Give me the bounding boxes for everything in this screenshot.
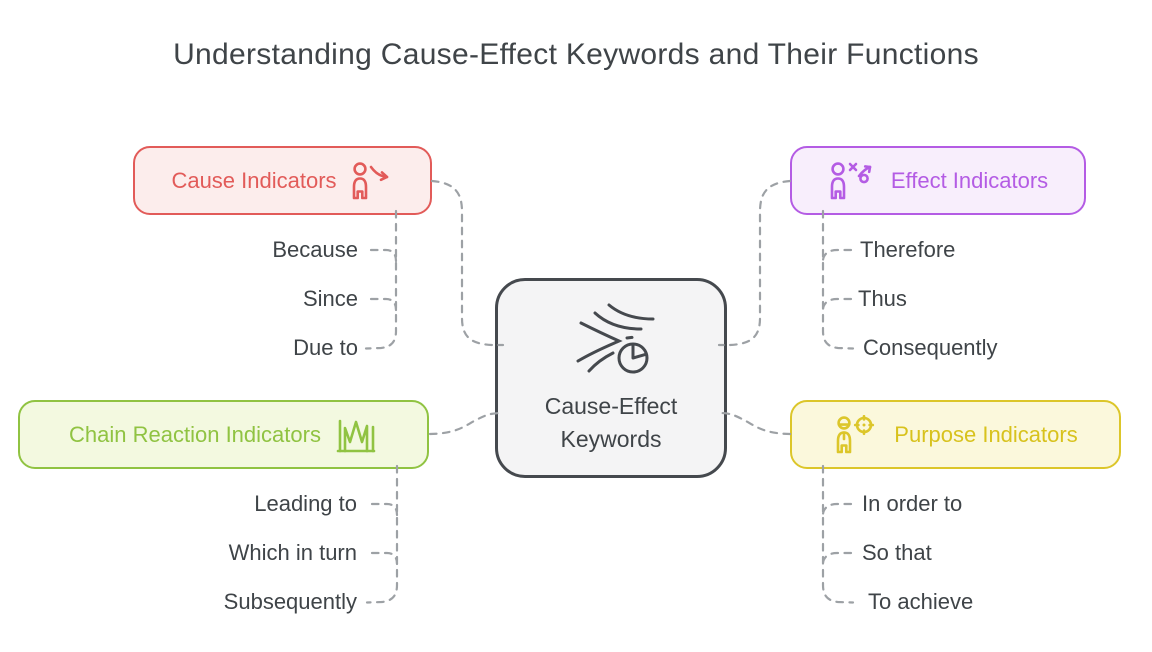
branch-purpose-stub1 bbox=[821, 502, 853, 517]
keyword-in-order-to: In order to bbox=[862, 491, 963, 516]
branch-cause-stub2 bbox=[369, 297, 398, 312]
branch-effect-stub2 bbox=[821, 297, 853, 312]
connector-effect-to-center bbox=[717, 179, 792, 347]
branch-chain-main bbox=[365, 464, 399, 604]
keyword-subsequently: Subsequently bbox=[223, 589, 357, 614]
branch-purpose-main bbox=[821, 464, 855, 604]
branch-effect-stub1 bbox=[821, 248, 853, 263]
chain-reaction-indicators-node: Chain Reaction Indicators bbox=[18, 400, 429, 469]
keyword-therefore: Therefore bbox=[860, 237, 956, 262]
keyword-due-to: Due to bbox=[293, 335, 358, 360]
cause-indicators-label: Cause Indicators bbox=[171, 167, 337, 193]
cause-indicators-node: Cause Indicators bbox=[133, 146, 432, 215]
keyword-so-that: So that bbox=[862, 540, 932, 565]
keyword-consequently: Consequently bbox=[863, 335, 998, 360]
branch-chain-stub1 bbox=[370, 502, 399, 517]
center-node: Cause-Effect Keywords bbox=[495, 278, 727, 478]
branch-cause-stub1 bbox=[369, 248, 398, 263]
purpose-indicators-node: Purpose Indicators bbox=[790, 400, 1121, 469]
connector-purpose-to-center bbox=[717, 411, 792, 436]
keyword-to-achieve: To achieve bbox=[868, 589, 974, 614]
person-strategy-icon bbox=[828, 161, 878, 201]
flow-impact-pie-icon bbox=[561, 301, 661, 382]
effect-indicators-label: Effect Indicators bbox=[890, 167, 1049, 193]
center-node-label: Cause-Effect Keywords bbox=[544, 393, 678, 452]
keyword-which-in-turn: Which in turn bbox=[228, 540, 357, 565]
keyword-since: Since bbox=[302, 286, 358, 311]
person-target-icon bbox=[833, 414, 881, 455]
keyword-because: Because bbox=[272, 237, 358, 262]
effect-indicators-node: Effect Indicators bbox=[790, 146, 1086, 215]
keyword-leading-to: Leading to bbox=[254, 491, 357, 516]
person-declining-arrow-icon bbox=[350, 161, 394, 201]
branch-effect-main bbox=[821, 209, 855, 350]
branch-cause-main bbox=[364, 209, 398, 350]
purpose-indicators-label: Purpose Indicators bbox=[894, 421, 1078, 447]
branch-purpose-stub2 bbox=[821, 551, 853, 566]
connector-chain-to-center bbox=[428, 411, 505, 436]
branch-chain-stub2 bbox=[370, 551, 399, 566]
chain-reaction-indicators-label: Chain Reaction Indicators bbox=[69, 421, 321, 447]
page-title: Understanding Cause-Effect Keywords and … bbox=[173, 38, 979, 71]
connector-cause-to-center bbox=[430, 179, 505, 347]
keyword-thus: Thus bbox=[858, 286, 907, 311]
zigzag-chart-icon bbox=[334, 415, 378, 455]
